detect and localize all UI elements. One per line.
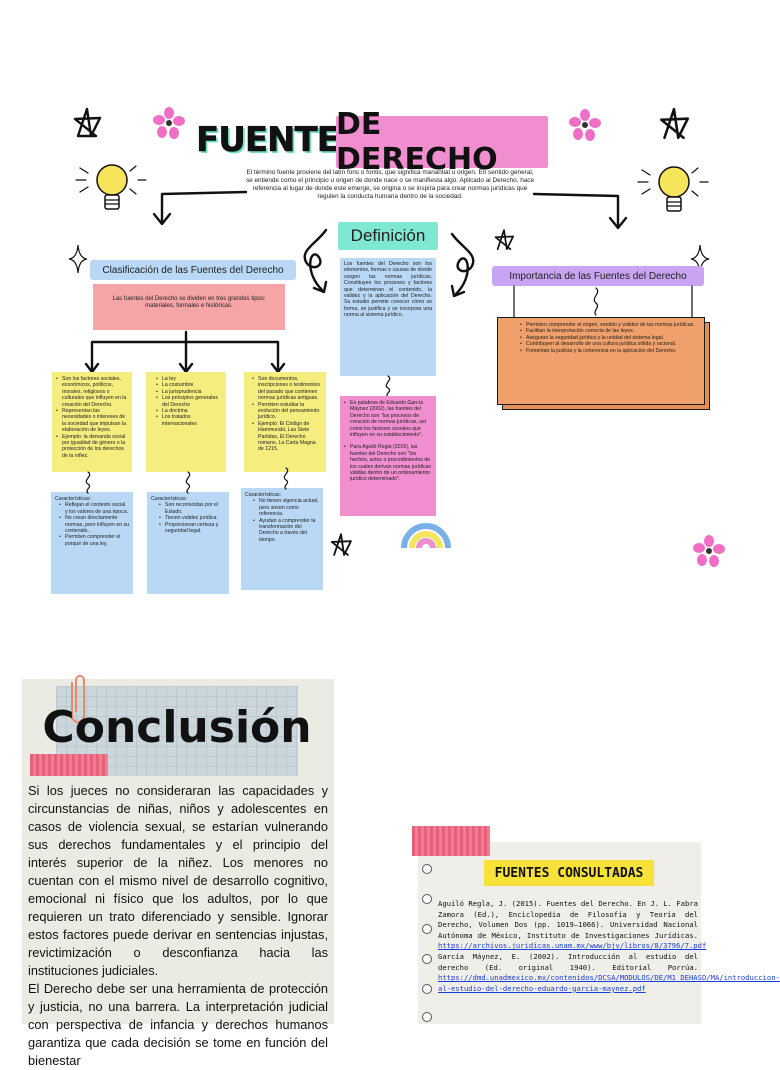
binder-ring bbox=[422, 894, 432, 904]
historical-sources-box: Son documentos, inscripciones o testimon… bbox=[244, 372, 326, 472]
lightbulb-icon bbox=[75, 164, 147, 210]
page-title-part2: DE DERECHO bbox=[336, 107, 548, 177]
quote-item: En palabras de Eduardo García Máynez (20… bbox=[344, 400, 432, 438]
squiggle-connector-icon bbox=[593, 287, 599, 316]
list-item: Ayudan a comprender la transformación de… bbox=[253, 518, 319, 544]
material-characteristics-box: Características: Reflejan el contexto so… bbox=[51, 492, 133, 594]
historical-characteristics-box: Características: No tienen vigencia actu… bbox=[241, 488, 323, 590]
squiggle-connector-icon bbox=[85, 471, 91, 494]
binder-ring bbox=[422, 864, 432, 874]
binder-ring bbox=[422, 1012, 432, 1022]
definicion-quotes-box: En palabras de Eduardo García Máynez (20… bbox=[340, 396, 436, 516]
characteristics-label: Características: bbox=[245, 492, 282, 498]
arrow-down-left-icon bbox=[152, 190, 248, 226]
formal-sources-box: La ley La costumbre La jurisprudencia Lo… bbox=[146, 372, 226, 472]
characteristics-label: Características: bbox=[151, 496, 188, 502]
list-item: Tienen validez jurídica. bbox=[159, 515, 225, 522]
washi-tape bbox=[30, 754, 108, 776]
curly-arrow-icon bbox=[303, 228, 328, 294]
list-item: Proporcionan certeza y seguridad legal. bbox=[159, 522, 225, 535]
list-item: Reflejan el contexto social y los valore… bbox=[59, 502, 129, 515]
page-title-part1: FUENTES bbox=[196, 120, 364, 161]
reference-link[interactable]: https://archivos.juridicas.unam.mx/www/b… bbox=[438, 941, 707, 951]
list-item: Los principios generales del Derecho bbox=[156, 395, 222, 408]
star-icon bbox=[73, 107, 102, 138]
conclusion-paragraph: Si los jueces no consideraran las capaci… bbox=[28, 783, 328, 978]
list-item: No crean directamente normas, pero influ… bbox=[59, 515, 129, 534]
reference-text: García Máynez, E. (2002). Introducción a… bbox=[438, 951, 698, 972]
conclusion-paragraph: El Derecho debe ser una herramienta de p… bbox=[28, 981, 328, 1068]
washi-tape bbox=[412, 826, 490, 856]
intro-text: El término fuente proviene del latín fon… bbox=[245, 169, 535, 200]
squiggle-connector-icon bbox=[385, 375, 391, 398]
list-item: Permiten comprender el origen, sentido y… bbox=[520, 322, 698, 329]
conclusion-grid-paper bbox=[56, 686, 298, 776]
squiggle-connector-icon bbox=[185, 471, 191, 494]
list-item: La costumbre bbox=[156, 382, 222, 389]
list-item: Son los factores sociales, económicos, p… bbox=[56, 376, 128, 408]
list-item: La jurisprudencia bbox=[156, 389, 222, 396]
reference-item: García Máynez, E. (2002). Introducción a… bbox=[438, 951, 780, 994]
conclusion-title: Conclusión bbox=[42, 701, 312, 753]
star-icon bbox=[330, 533, 352, 556]
binder-ring bbox=[422, 984, 432, 994]
reference-item: Aguiló Regla, J. (2015). Fuentes del Der… bbox=[438, 899, 706, 952]
clasificacion-summary: Las fuentes del Derecho se dividen en tr… bbox=[93, 284, 285, 330]
rainbow-icon bbox=[401, 523, 451, 549]
sources-title: Fuentes consultadas bbox=[484, 860, 654, 886]
quote-item: Para Aguiló Regla (2015), las fuentes de… bbox=[344, 444, 432, 482]
list-item: Los tratados internacionales bbox=[156, 414, 222, 427]
flower-icon bbox=[153, 107, 185, 139]
list-item: Facilitan la interpretación correcta de … bbox=[520, 328, 698, 335]
curly-arrow-icon bbox=[450, 232, 475, 298]
sparkle-icon bbox=[68, 244, 88, 274]
tree-connector-icon bbox=[84, 330, 286, 374]
star-icon bbox=[660, 107, 690, 140]
reference-link[interactable]: https://dmd.unadmexico.mx/contenidos/DCS… bbox=[438, 973, 780, 993]
flower-icon bbox=[569, 109, 601, 141]
list-item: La ley bbox=[156, 376, 222, 383]
definicion-text-box: Los fuentes del Derecho son los elemento… bbox=[340, 258, 436, 376]
binder-ring bbox=[422, 924, 432, 934]
importancia-header: Importancia de las Fuentes del Derecho bbox=[492, 266, 704, 286]
list-item: Permiten estudiar la evolución del pensa… bbox=[252, 402, 322, 421]
conclusion-text: Si los jueces no consideraran las capaci… bbox=[28, 782, 328, 1070]
list-item: La doctrina bbox=[156, 408, 222, 415]
list-item: Son reconocidas por el Estado. bbox=[159, 502, 225, 515]
list-item: Ejemplo: El Código de Hammurabi, Las Sie… bbox=[252, 421, 322, 453]
binder-ring bbox=[422, 954, 432, 964]
paperclip-icon bbox=[71, 675, 85, 723]
formal-characteristics-box: Características: Son reconocidas por el … bbox=[147, 492, 229, 594]
list-item: Permiten comprender el porqué de una ley… bbox=[59, 534, 129, 547]
sources-list: Aguiló Regla, J. (2015). Fuentes del Der… bbox=[438, 899, 780, 994]
list-item: Ejemplo: la demanda social por igualdad … bbox=[56, 434, 128, 460]
list-item: Representan las necesidades o intereses … bbox=[56, 408, 128, 434]
definicion-header: Definición bbox=[338, 222, 438, 250]
arrow-down-right-icon bbox=[532, 192, 628, 230]
clasificacion-header: Clasificación de las Fuentes del Derecho bbox=[90, 260, 296, 280]
flower-icon bbox=[693, 535, 725, 567]
star-icon bbox=[494, 229, 515, 251]
characteristics-label: Características: bbox=[55, 496, 92, 502]
list-item: Son documentos, inscripciones o testimon… bbox=[252, 376, 322, 402]
lightbulb-icon bbox=[637, 166, 709, 212]
importancia-box: Permiten comprender el origen, sentido y… bbox=[497, 317, 705, 405]
list-item: No tienen vigencia actual, pero sirven c… bbox=[253, 498, 319, 517]
squiggle-connector-icon bbox=[283, 467, 289, 490]
list-item: Contribuyen al desarrollo de una cultura… bbox=[520, 341, 698, 348]
reference-text: Aguiló Regla, J. (2015). Fuentes del Der… bbox=[438, 899, 698, 940]
list-item: Aseguran la seguridad jurídica y la unid… bbox=[520, 335, 698, 342]
list-item: Fomentan la justicia y la coherencia en … bbox=[520, 348, 698, 355]
material-sources-box: Son los factores sociales, económicos, p… bbox=[52, 372, 132, 472]
